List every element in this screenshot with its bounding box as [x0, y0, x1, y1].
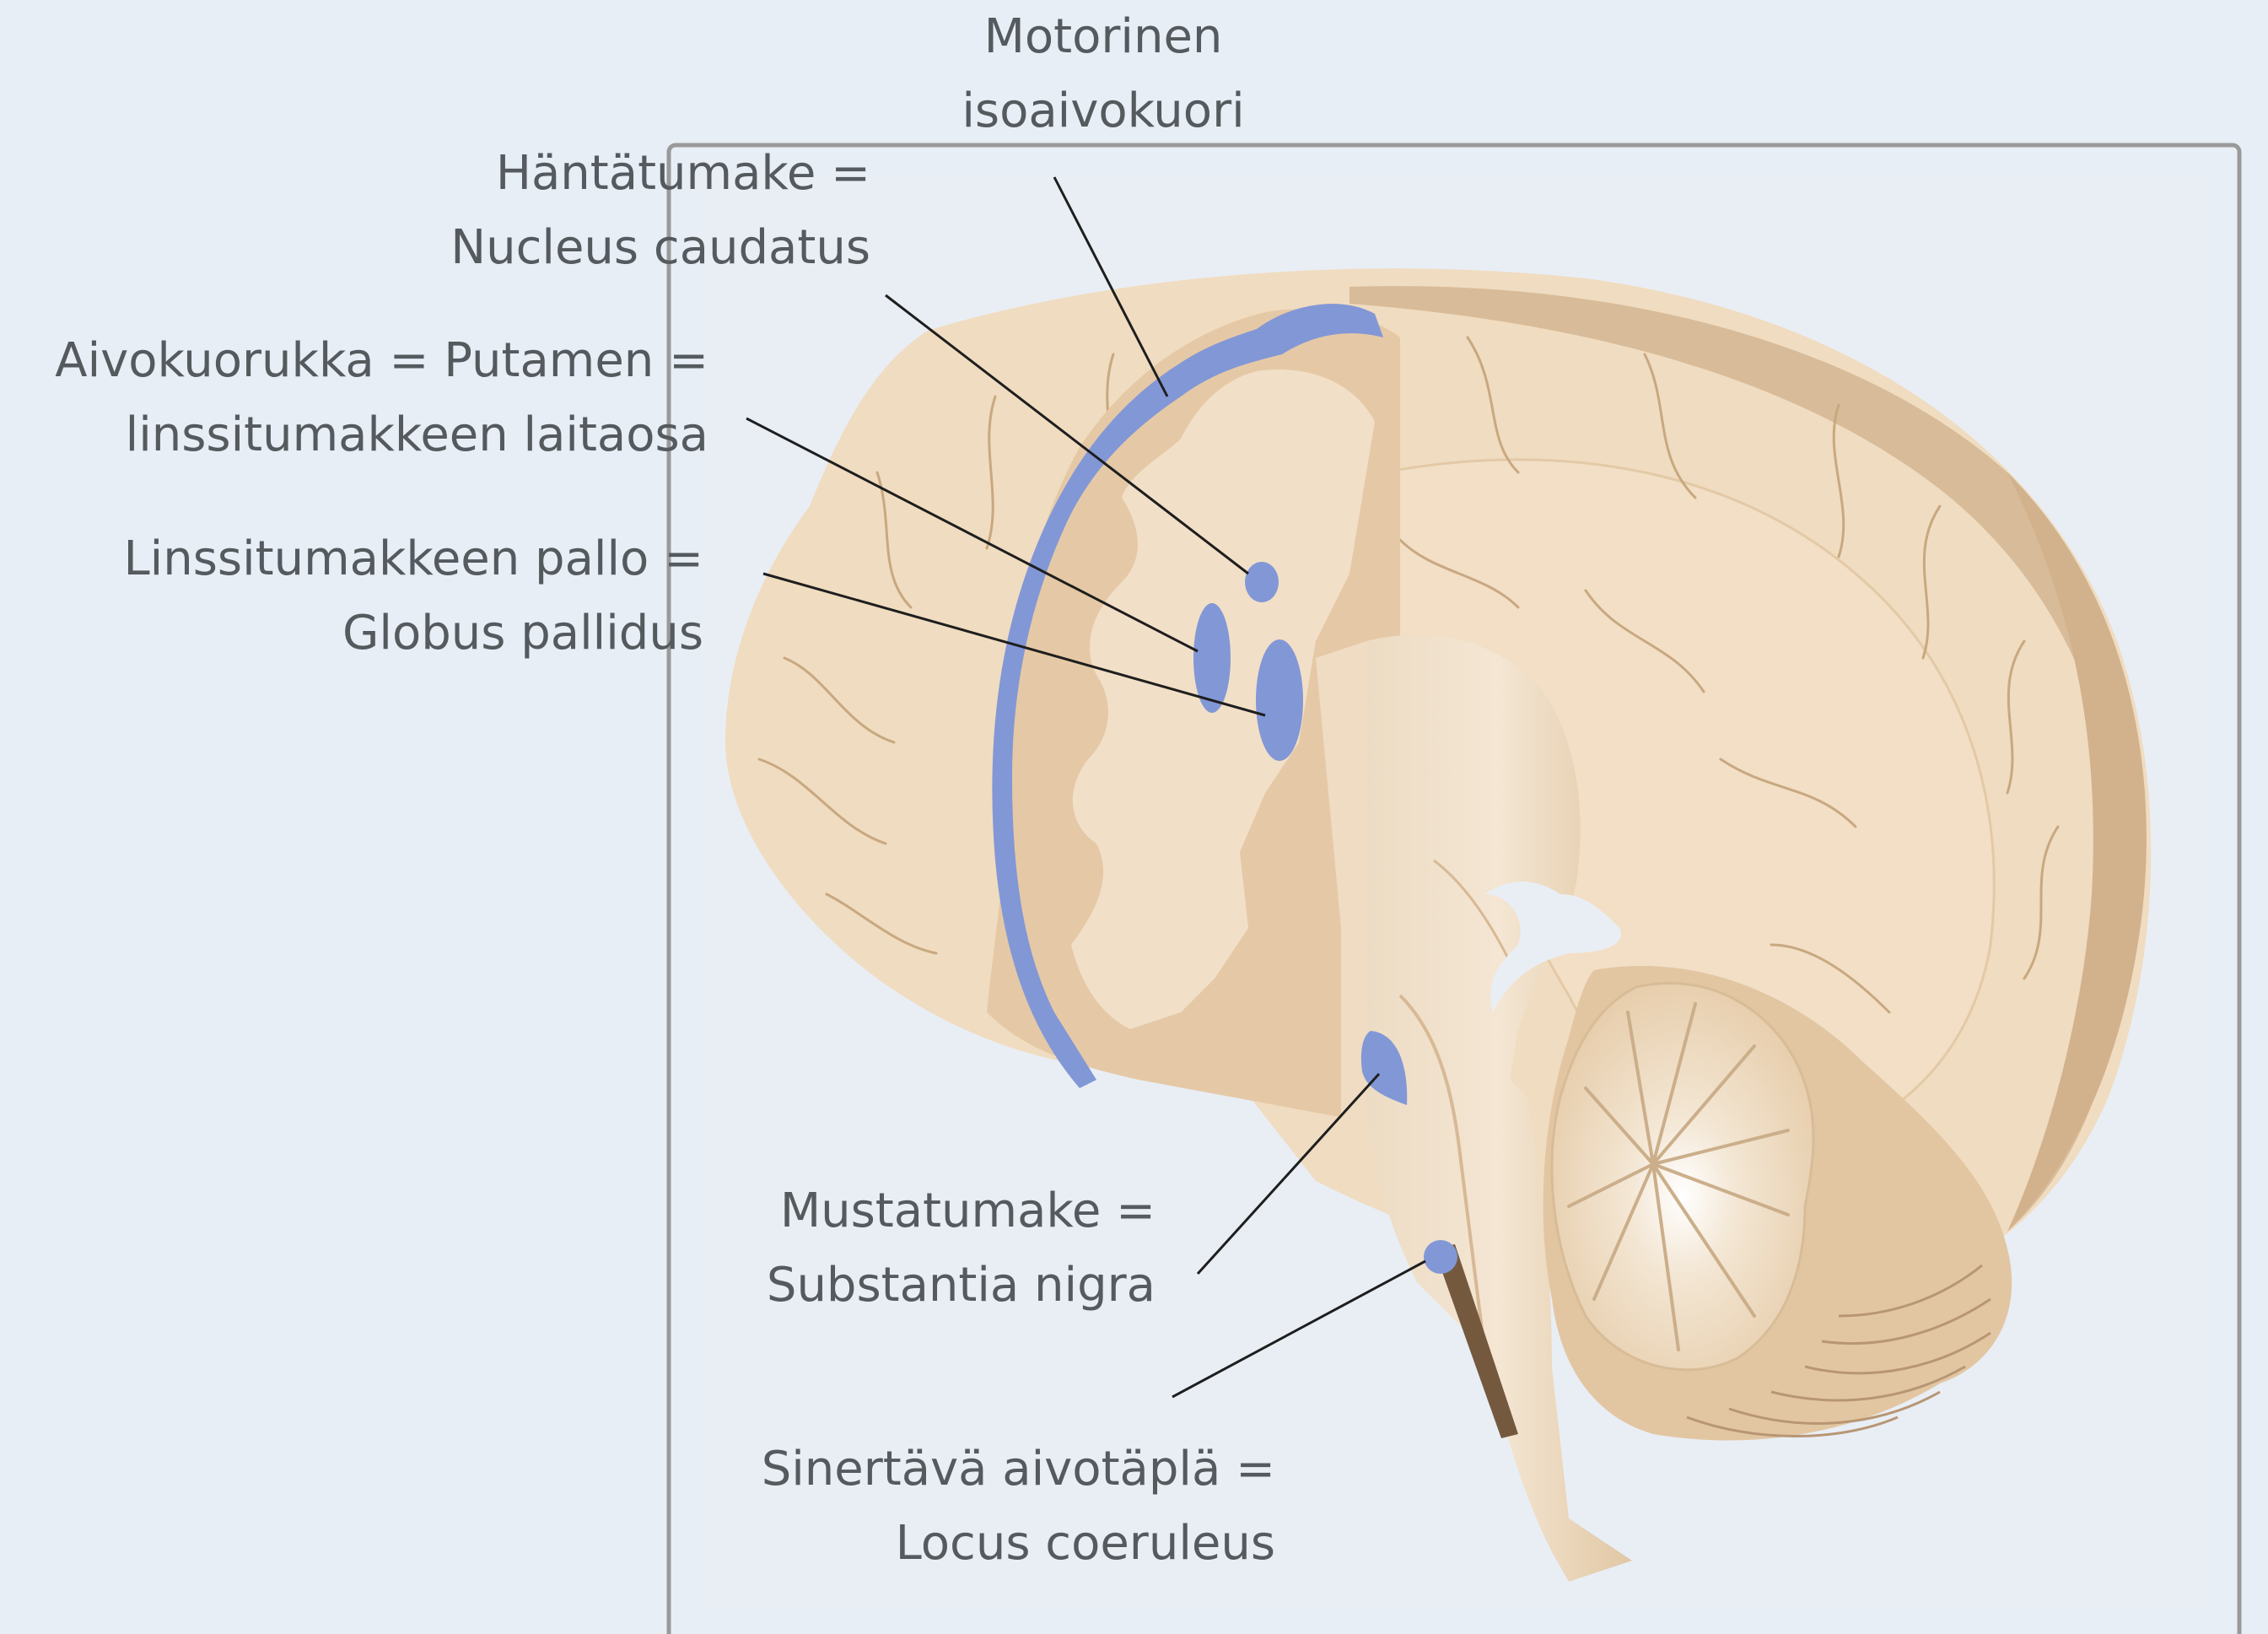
- caudate-nucleus-marker: [1245, 562, 1279, 602]
- label-globus-pallidus-line2: Globus pallidus: [67, 596, 703, 671]
- label-substantia-nigra-line1: Mustatumake =: [675, 1174, 1156, 1248]
- label-globus-pallidus-line1: Linssitumakkeen pallo =: [67, 522, 703, 596]
- label-putamen-line2: linssitumakkeen laitaosa: [17, 398, 708, 472]
- label-putamen: Aivokuorukka = Putamen = linssitumakkeen…: [17, 324, 708, 472]
- label-globus-pallidus: Linssitumakkeen pallo = Globus pallidus: [67, 522, 703, 671]
- label-locus-coeruleus-line2: Locus coeruleus: [675, 1507, 1275, 1581]
- label-motor-cortex-line1: Motorinen: [909, 0, 1297, 74]
- label-locus-coeruleus: Sinertävä aivotäplä = Locus coeruleus: [675, 1432, 1275, 1581]
- label-substantia-nigra: Mustatumake = Substantia nigra: [675, 1174, 1156, 1323]
- label-locus-coeruleus-line1: Sinertävä aivotäplä =: [675, 1432, 1275, 1507]
- label-motor-cortex: Motorinen isoaivokuori: [909, 0, 1297, 148]
- label-motor-cortex-line2: isoaivokuori: [909, 74, 1297, 148]
- globus-pallidus-marker: [1256, 639, 1303, 761]
- label-substantia-nigra-line2: Substantia nigra: [675, 1248, 1156, 1323]
- label-caudate-line1: Häntätumake =: [354, 137, 870, 211]
- label-caudate-line2: Nucleus caudatus: [354, 211, 870, 285]
- label-putamen-line1: Aivokuorukka = Putamen =: [17, 324, 708, 398]
- label-caudate: Häntätumake = Nucleus caudatus: [354, 137, 870, 285]
- locus-coeruleus-marker: [1424, 1240, 1457, 1274]
